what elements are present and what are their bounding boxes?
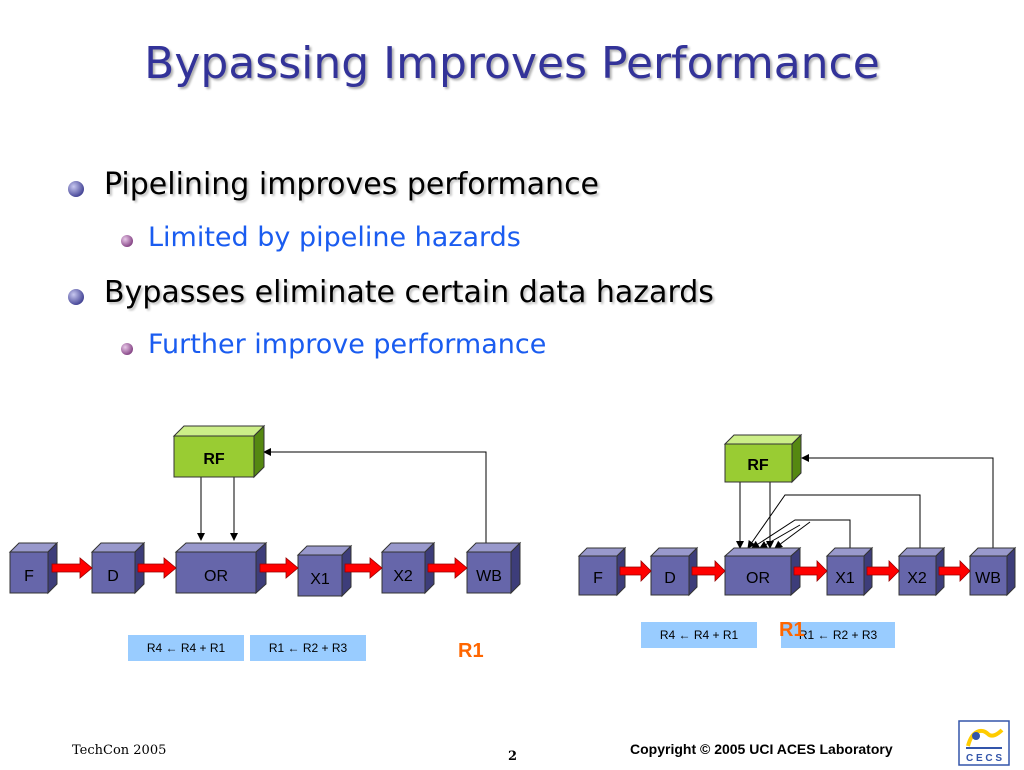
stage-label: OR	[746, 570, 770, 587]
red-arrow-icon	[938, 560, 971, 582]
red-arrow-icon	[691, 560, 726, 582]
stage-D: D	[649, 546, 699, 597]
red-arrow-icon	[259, 557, 299, 579]
rf-box: RF	[172, 424, 266, 479]
cecs-logo-icon: C E C S	[958, 720, 1010, 766]
rf-label: RF	[747, 457, 769, 474]
stage-F: F	[8, 541, 59, 595]
highlight-register: R1	[458, 640, 484, 662]
sub-bullet-dot-icon	[121, 343, 133, 355]
rf-box: RF	[723, 433, 803, 484]
bullet-2: Bypasses eliminate certain data hazards	[104, 275, 714, 310]
red-arrow-icon	[619, 560, 652, 582]
bypass-wire	[759, 524, 801, 549]
stage-label: F	[24, 568, 34, 585]
stage-X2: X2	[897, 546, 946, 597]
red-arrow-icon	[793, 560, 828, 582]
bullet-dot-icon	[68, 289, 84, 305]
stage-label: X2	[393, 568, 413, 585]
red-arrow-icon	[427, 557, 468, 579]
stage-WB: WB	[465, 541, 522, 595]
rf-label: RF	[203, 451, 225, 468]
stage-label: X1	[835, 570, 855, 587]
red-arrow-icon	[866, 560, 900, 582]
bypass-wire	[774, 521, 811, 549]
instruction-box: R4 ← R4 + R1	[641, 622, 757, 648]
red-arrows	[51, 557, 468, 579]
stage-F: F	[577, 546, 627, 597]
red-arrow-icon	[51, 557, 93, 579]
bypass-wire-x2	[747, 494, 921, 552]
sub-bullet-2: Further improve performance	[148, 329, 547, 360]
instruction-box: R1 ← R2 + R3	[250, 635, 366, 661]
stage-X1: X1	[825, 546, 874, 597]
stage-label: D	[107, 568, 119, 585]
bullet-dot-icon	[68, 181, 84, 197]
instruction-box: R1 ← R2 + R3	[781, 622, 895, 648]
stage-X2: X2	[380, 541, 436, 595]
stage-label: D	[664, 570, 676, 587]
stage-label: WB	[476, 568, 502, 585]
stage-X1: X1	[296, 544, 353, 598]
writeback-wire	[801, 454, 994, 552]
red-arrows	[619, 560, 971, 582]
page-number: 2	[508, 749, 518, 764]
bypass-wire-x1	[751, 519, 851, 552]
writeback-wire	[263, 448, 487, 552]
sub-bullet-1: Limited by pipeline hazards	[148, 222, 521, 253]
stage-OR: OR	[174, 541, 268, 595]
bullet-1: Pipelining improves performance	[104, 167, 600, 202]
stage-label: WB	[975, 570, 1001, 587]
left-pipeline: RF F D OR X1	[8, 424, 522, 598]
stage-label: X1	[310, 571, 330, 588]
stage-OR: OR	[723, 546, 802, 597]
instruction-box: R4 ← R4 + R1	[128, 635, 244, 661]
stage-D: D	[90, 541, 146, 595]
red-arrow-icon	[344, 557, 383, 579]
stage-label: F	[593, 570, 603, 587]
stage-WB: WB	[968, 546, 1017, 597]
highlight-register: R1	[779, 619, 805, 641]
stage-label: OR	[204, 568, 228, 585]
slide-title: Bypassing Improves Performance	[144, 38, 880, 89]
logo-text: C E C S	[966, 753, 1002, 764]
footer-copyright: Copyright © 2005 UCI ACES Laboratory	[630, 741, 893, 757]
right-pipeline: RF F D OR X1 X	[577, 433, 1017, 597]
sub-bullet-dot-icon	[121, 235, 133, 247]
footer-conference: TechCon 2005	[72, 743, 167, 758]
stage-label: X2	[907, 570, 927, 587]
red-arrow-icon	[137, 557, 177, 579]
